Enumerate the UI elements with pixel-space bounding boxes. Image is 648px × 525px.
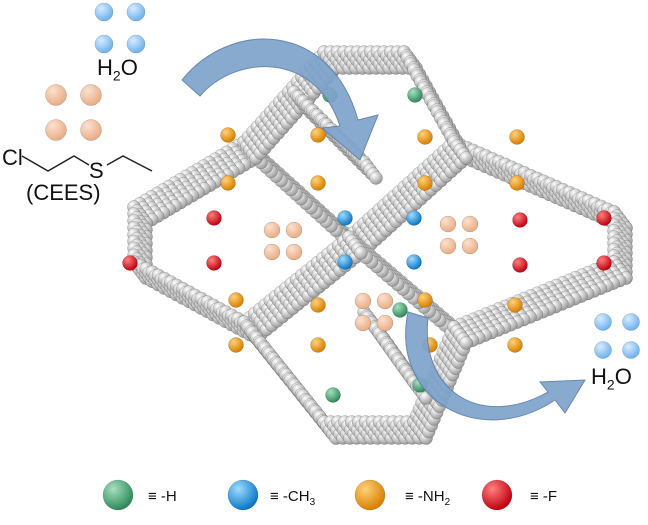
functional-group-c	[406, 254, 422, 270]
cees-molecule	[354, 292, 372, 310]
functional-group-f	[206, 210, 222, 226]
functional-group-n	[220, 175, 236, 191]
cees-molecule	[285, 221, 303, 239]
legend-label-nh2: ≡ -NH2	[405, 488, 451, 508]
cees-molecule	[376, 314, 394, 332]
legend-label-f: ≡ -F	[530, 488, 558, 505]
functional-group-f	[206, 255, 222, 271]
cees-molecule	[45, 119, 67, 141]
functional-group-n	[310, 175, 326, 191]
cees-cl-atom: Cl	[2, 145, 23, 170]
legend-h-sphere-icon	[102, 479, 134, 511]
functional-group-n	[417, 129, 433, 145]
functional-group-n	[220, 127, 236, 143]
framework-atom	[354, 246, 368, 260]
functional-group-f	[596, 210, 612, 226]
water-molecule	[594, 341, 612, 359]
cees-molecule	[376, 292, 394, 310]
cees-molecule	[354, 314, 372, 332]
functional-group-c	[337, 254, 353, 270]
cees-molecule	[285, 243, 303, 261]
functional-group-n	[228, 292, 244, 308]
functional-group-n	[507, 337, 523, 353]
legend-ch3-sphere-icon	[227, 479, 259, 511]
cees-molecule	[263, 221, 281, 239]
water-molecule	[94, 34, 114, 54]
cees-molecule	[439, 237, 457, 255]
functional-group-f	[122, 255, 138, 271]
framework-atom	[369, 171, 383, 185]
arrow-out	[405, 311, 586, 421]
water-molecule	[594, 313, 612, 331]
framework-structure	[122, 45, 633, 445]
legend-nh2-sphere-icon	[354, 479, 386, 511]
water-molecule	[126, 34, 146, 54]
cees-molecule	[461, 215, 479, 233]
cees-molecule	[80, 84, 102, 106]
functional-group-n	[507, 297, 523, 313]
functional-group-f	[512, 257, 528, 273]
legend-label-ch3: ≡ -CH3	[270, 488, 316, 508]
cees-molecule	[263, 243, 281, 261]
legend-label-h: ≡ -H	[148, 488, 177, 505]
functional-group-c	[337, 210, 353, 226]
cees-name: (CEES)	[26, 180, 101, 205]
water-molecule	[126, 2, 146, 22]
cees-molecule	[461, 237, 479, 255]
water-molecule	[94, 2, 114, 22]
functional-group-n	[310, 127, 326, 143]
functional-group-h	[407, 87, 423, 103]
functional-group-c	[406, 210, 422, 226]
cees-molecule	[45, 84, 67, 106]
functional-group-n	[417, 175, 433, 191]
functional-group-h	[392, 302, 408, 318]
functional-group-f	[512, 212, 528, 228]
cees-molecule	[439, 215, 457, 233]
functional-group-n	[417, 292, 433, 308]
water-label-bottom: H2O	[591, 364, 632, 393]
water-molecule	[622, 313, 640, 331]
functional-group-n	[310, 337, 326, 353]
cees-bonds	[21, 155, 90, 172]
framework-atom	[459, 336, 473, 350]
functional-group-n	[310, 297, 326, 313]
functional-group-n	[228, 337, 244, 353]
cees-molecule	[80, 119, 102, 141]
water-molecule	[622, 341, 640, 359]
functional-group-h	[325, 387, 341, 403]
framework-atom	[459, 151, 473, 165]
cees-bonds-2	[106, 155, 153, 172]
guest-molecules	[45, 2, 640, 359]
functional-group-n	[509, 175, 525, 191]
functional-group-f	[596, 255, 612, 271]
cees-s-atom: S	[89, 158, 104, 183]
water-label-top: H2O	[97, 55, 138, 84]
legend-f-sphere-icon	[481, 479, 513, 511]
functional-group-n	[509, 129, 525, 145]
arrow-in	[181, 38, 379, 161]
